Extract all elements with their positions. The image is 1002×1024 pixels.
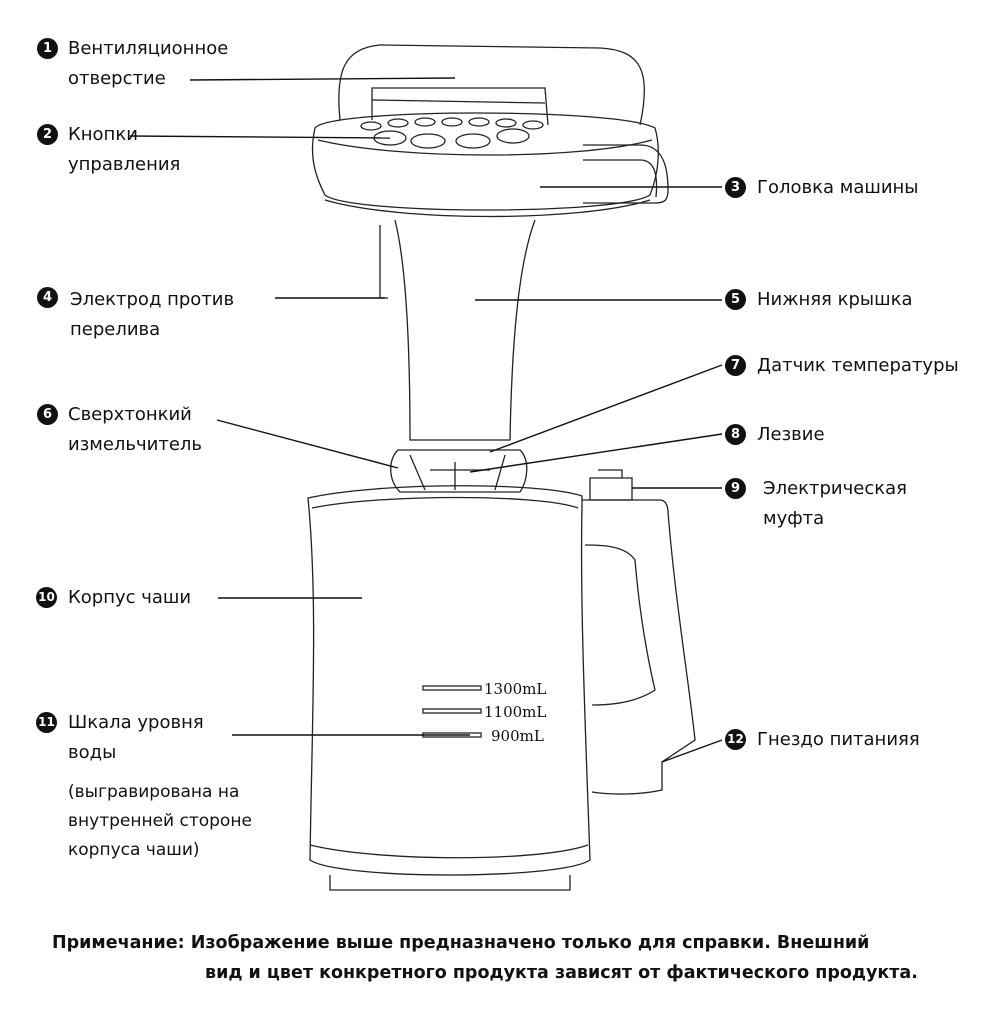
- label-line: Вентиляционное: [68, 38, 229, 59]
- part-3-badge: 3: [725, 177, 746, 198]
- part-7-badge: 7: [725, 355, 746, 376]
- part-10-label: Корпус чаши: [68, 587, 192, 608]
- part-4-badge: 4: [37, 287, 58, 308]
- scale-mark-1100: 1100mL: [484, 703, 547, 721]
- part-7-label: Датчик температуры: [757, 355, 959, 376]
- part-11-label: Шкала уровня воды: [68, 708, 204, 768]
- part-4-label: Электрод против перелива: [70, 285, 234, 345]
- scale-mark-1300: 1300mL: [484, 680, 547, 698]
- part-2-label: Кнопки управления: [68, 120, 180, 180]
- control-buttons: [360, 117, 544, 149]
- part-8-badge: 8: [725, 424, 746, 445]
- label-line: отверстие: [68, 68, 166, 89]
- note-line: внутренней стороне: [68, 811, 252, 831]
- footnote-line-1: Примечание: Изображение выше предназначе…: [52, 933, 870, 953]
- part-1-label: Вентиляционное отверстие: [68, 34, 228, 94]
- part-11-badge: 11: [36, 712, 57, 733]
- jug-body: [307, 485, 591, 876]
- part-9-label: Электрическая муфта: [763, 474, 907, 534]
- leader-lines: [129, 77, 723, 763]
- label-line: Шкала уровня: [68, 712, 204, 733]
- part-2-badge: 2: [37, 124, 58, 145]
- grinder: [390, 449, 528, 493]
- part-6-badge: 6: [37, 404, 58, 425]
- part-1-badge: 1: [37, 38, 58, 59]
- part-11-note: (выгравирована на внутренней стороне корпу…: [68, 778, 252, 865]
- part-3-label: Головка машины: [757, 177, 919, 198]
- scale-mark-900: 900mL: [491, 727, 544, 745]
- footnote-line-2: вид и цвет конкретного продукта зависят …: [205, 963, 918, 983]
- part-10-badge: 10: [36, 587, 57, 608]
- part-5-label: Нижняя крышка: [757, 289, 913, 310]
- label-line: перелива: [70, 319, 161, 340]
- lower-cover: [394, 219, 536, 441]
- label-line: воды: [68, 742, 117, 763]
- jug-handle: [582, 499, 696, 795]
- label-line: Кнопки: [68, 124, 138, 145]
- label-line: измельчитель: [68, 434, 203, 455]
- top-handle: [338, 44, 646, 126]
- note-line: (выгравирована на: [68, 782, 240, 802]
- label-line: муфта: [763, 508, 825, 529]
- part-12-badge: 12: [725, 729, 746, 750]
- part-9-badge: 9: [725, 478, 746, 499]
- label-line: Электрод против: [70, 289, 235, 310]
- part-12-label: Гнездо питанияя: [757, 729, 920, 750]
- note-line: корпуса чаши): [68, 840, 200, 860]
- label-line: Электрическая: [763, 478, 907, 499]
- part-8-label: Лезвие: [757, 424, 825, 445]
- label-line: управления: [68, 154, 181, 175]
- label-line: Сверхтонкий: [68, 404, 192, 425]
- part-5-badge: 5: [725, 289, 746, 310]
- machine-head: [311, 112, 659, 211]
- part-6-label: Сверхтонкий измельчитель: [68, 400, 202, 460]
